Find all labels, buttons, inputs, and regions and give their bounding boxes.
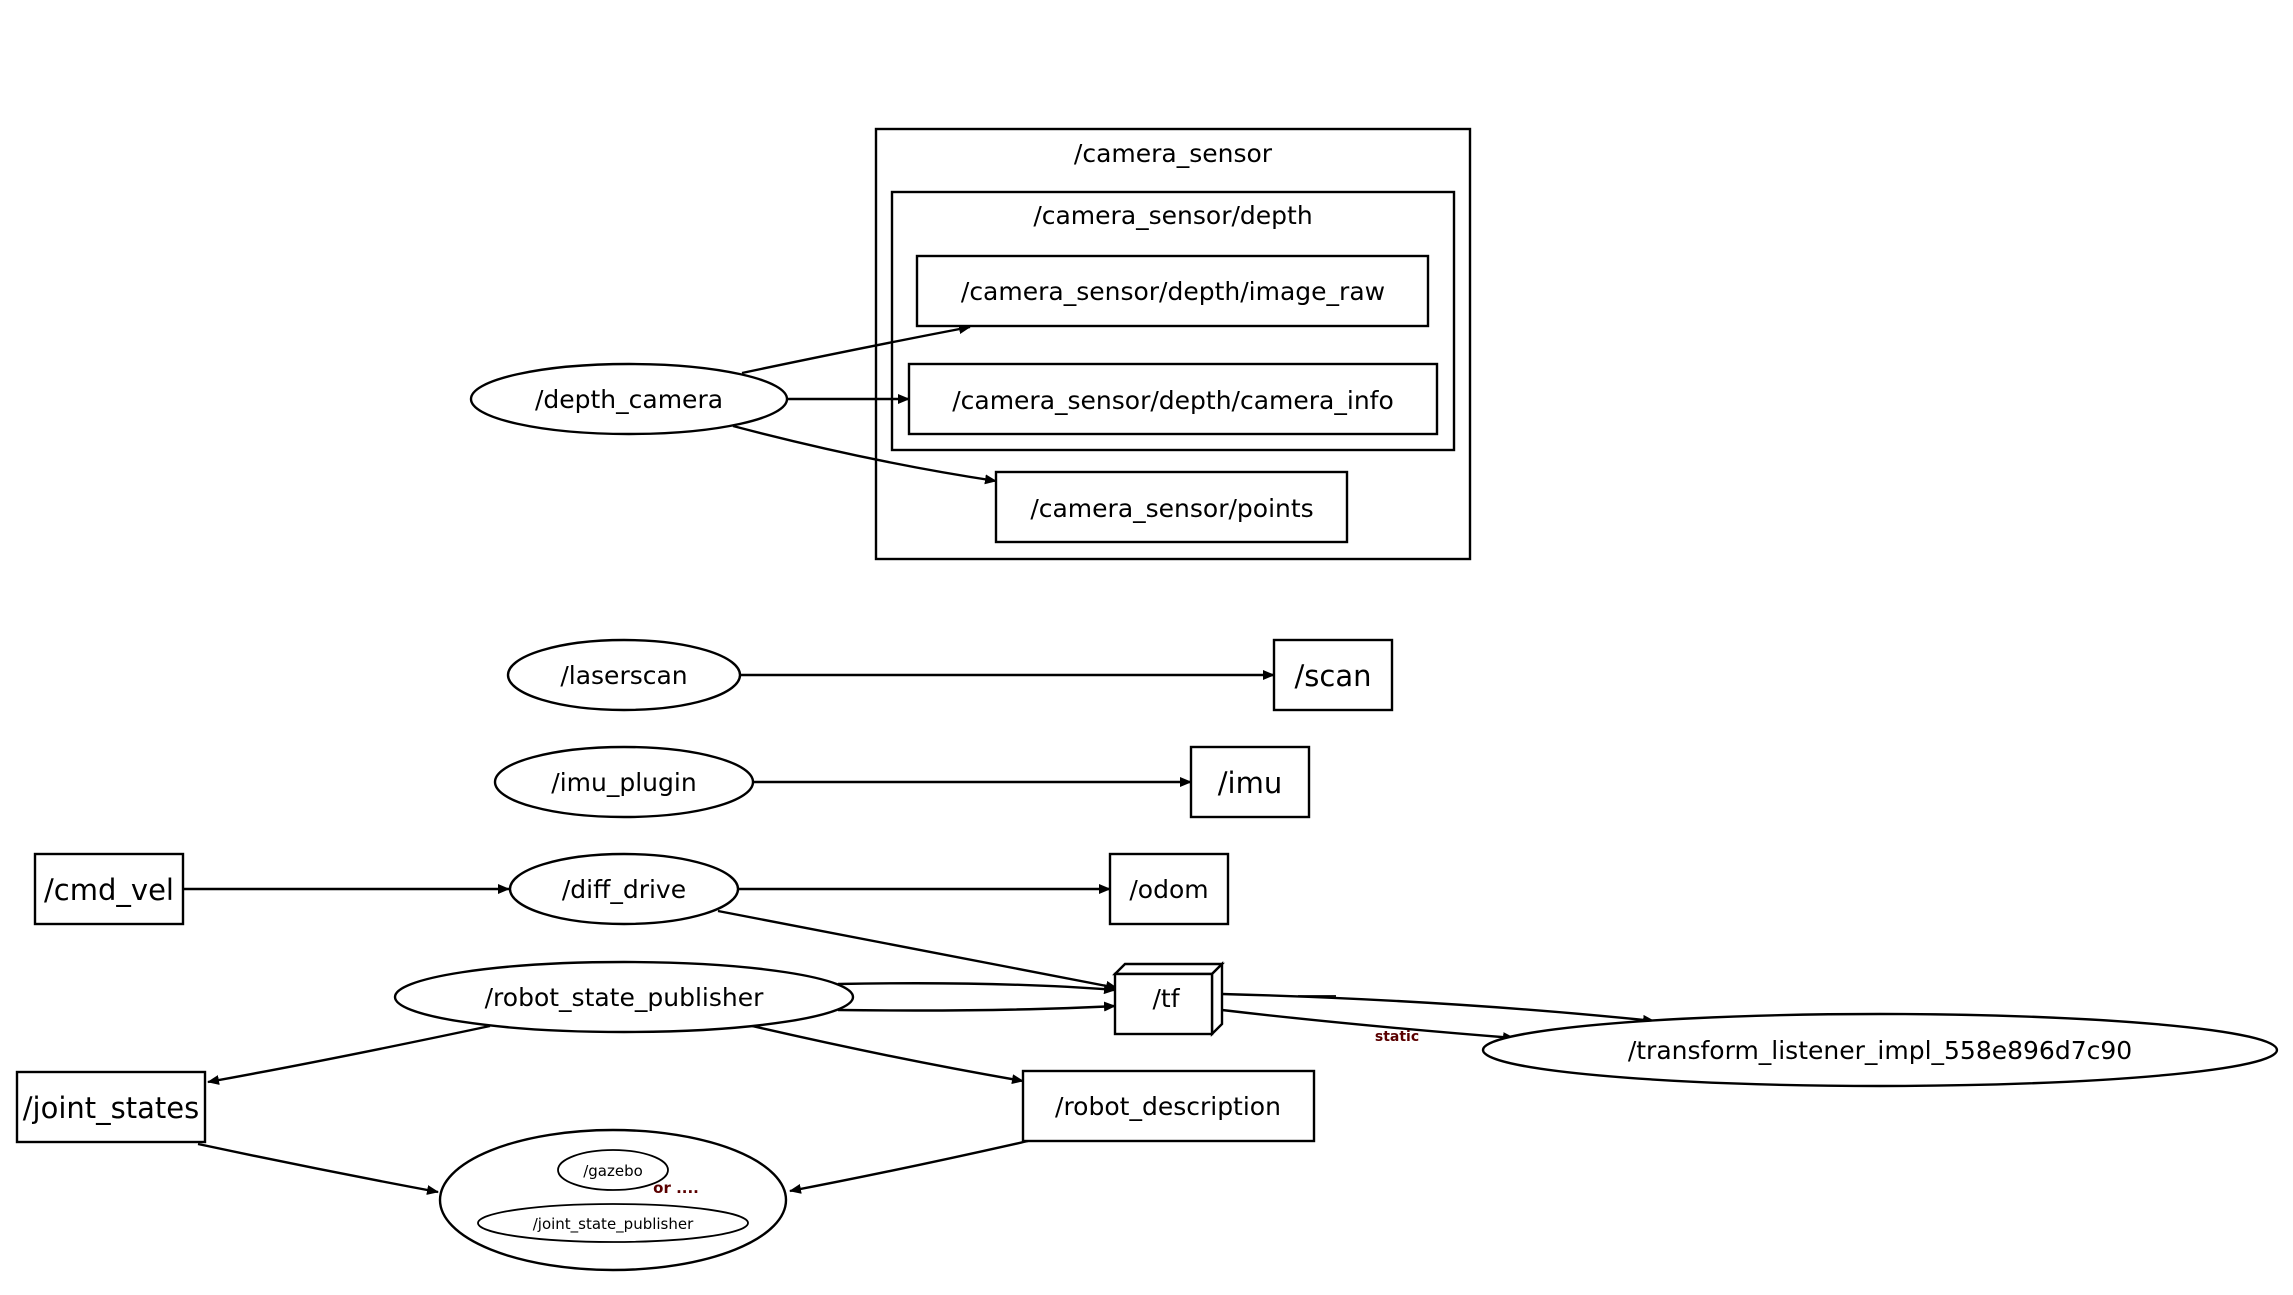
topic-imu-label: /imu [1218,766,1282,800]
topic-image-raw[interactable]: /camera_sensor/depth/image_raw [915,254,1430,328]
node-joint-state-publisher-label: /joint_state_publisher [533,1215,694,1234]
node-joint-source-group[interactable]: /gazebo or .... /joint_state_publisher [438,1128,788,1272]
topic-odom[interactable]: /odom [1108,852,1230,926]
topic-scan-label: /scan [1295,659,1372,693]
topic-points-label: /camera_sensor/points [1030,494,1313,523]
cluster-depth-label: /camera_sensor/depth [1033,201,1312,230]
topic-joint-states[interactable]: /joint_states [15,1070,207,1144]
cluster-camera-sensor: /camera_sensor [874,127,1472,561]
edge-depth-camera-points [732,424,997,485]
node-depth-camera[interactable]: /depth_camera [469,362,789,436]
edge-rsp-tf-1 [837,982,1116,995]
topic-image-raw-label: /camera_sensor/depth/image_raw [961,277,1385,306]
or-annotation: or .... [653,1179,699,1197]
node-gazebo-label: /gazebo [583,1162,643,1180]
edge-tf-transform-listener [1221,992,1655,1025]
node-transform-listener[interactable]: /transform_listener_impl_558e896d7c90 [1481,1012,2279,1088]
topic-cmd-vel-label: /cmd_vel [44,873,174,907]
topic-robot-description-label: /robot_description [1055,1092,1281,1121]
node-diff-drive[interactable]: /diff_drive [508,852,740,926]
topic-tf-label: /tf [1152,984,1180,1013]
node-imu-plugin-label: /imu_plugin [551,768,696,797]
node-depth-camera-label: /depth_camera [535,385,723,414]
edge-rsp-robot-description [751,1024,1024,1085]
topic-joint-states-label: /joint_states [23,1091,199,1125]
node-imu-plugin[interactable]: /imu_plugin [493,745,755,819]
cluster-camera-sensor-depth: /camera_sensor/depth [890,190,1456,452]
edge-robot-description-gazebo [789,1139,1029,1194]
topic-robot-description[interactable]: /robot_description [1021,1069,1316,1143]
topic-camera-info[interactable]: /camera_sensor/depth/camera_info [907,362,1439,436]
edge-rsp-tf-2 [837,1001,1116,1012]
topic-tf[interactable]: /tf [1112,961,1225,1037]
topic-scan[interactable]: /scan [1272,638,1394,712]
edge-rsp-joint-states [207,1024,491,1085]
node-laserscan[interactable]: /laserscan [506,638,742,712]
cluster-camera-sensor-label: /camera_sensor [1074,139,1273,168]
edge-joint-states-gazebo [197,1142,439,1195]
edges [183,324,1655,1195]
node-robot-state-publisher[interactable]: /robot_state_publisher [393,960,855,1034]
topic-points[interactable]: /camera_sensor/points [994,470,1349,544]
topic-camera-info-label: /camera_sensor/depth/camera_info [952,386,1394,415]
topic-imu[interactable]: /imu [1189,745,1311,819]
static-edge-label: static [1375,1029,1419,1045]
node-robot-state-publisher-label: /robot_state_publisher [485,983,764,1012]
topic-odom-label: /odom [1129,875,1208,904]
node-diff-drive-label: /diff_drive [562,875,686,904]
node-transform-listener-label: /transform_listener_impl_558e896d7c90 [1628,1036,2132,1065]
topic-cmd-vel[interactable]: /cmd_vel [33,852,185,926]
edge-diff-drive-tf [717,909,1118,991]
node-laserscan-label: /laserscan [560,661,687,690]
edge-tf-static-transform-listener [1221,1008,1515,1043]
edge-depth-camera-image-raw [741,324,971,375]
